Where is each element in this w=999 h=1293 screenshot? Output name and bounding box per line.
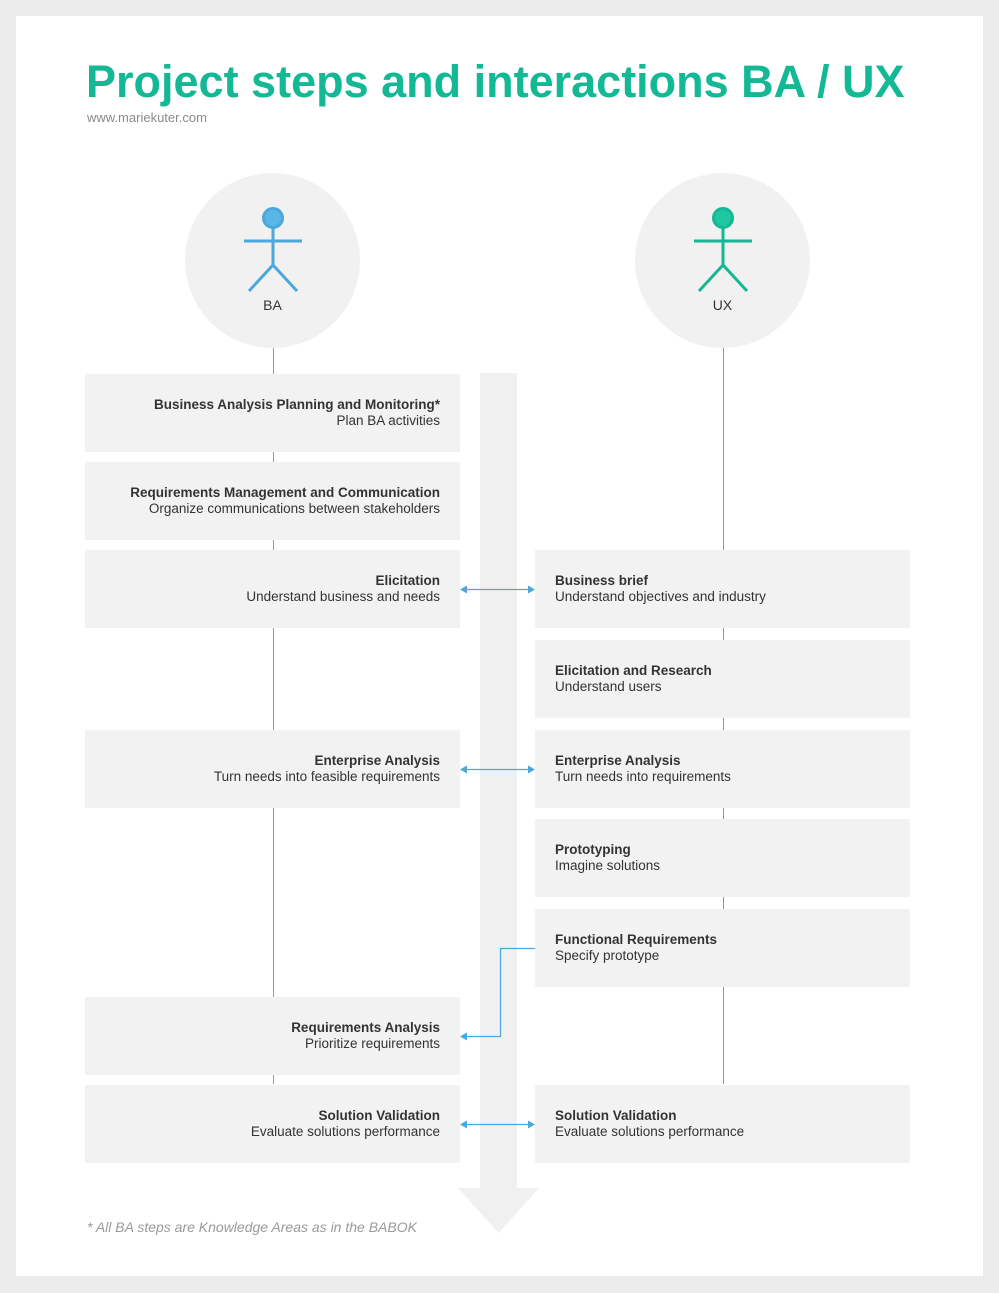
step-title: Elicitation bbox=[375, 573, 440, 588]
step-title: Elicitation and Research bbox=[555, 663, 712, 678]
step-title: Business brief bbox=[555, 573, 649, 588]
step-title: Requirements Analysis bbox=[291, 1020, 440, 1035]
ba-step-solution-validation: Solution Validation Evaluate solutions p… bbox=[85, 1085, 460, 1163]
step-subtitle: Plan BA activities bbox=[336, 413, 440, 428]
ba-step-elicitation: Elicitation Understand business and need… bbox=[85, 550, 460, 628]
step-subtitle: Understand business and needs bbox=[246, 589, 440, 604]
interaction-connectors bbox=[460, 585, 535, 1129]
step-subtitle: Evaluate solutions performance bbox=[250, 1124, 440, 1139]
ba-actor-label: BA bbox=[263, 297, 282, 313]
ux-step-business-brief: Business brief Understand objectives and… bbox=[535, 550, 910, 628]
step-subtitle: Prioritize requirements bbox=[304, 1036, 440, 1051]
ba-lifeline bbox=[273, 346, 274, 1084]
step-title: Functional Requirements bbox=[555, 932, 718, 947]
page-title: Project steps and interactions BA / UX bbox=[86, 56, 905, 107]
ux-actor-label: UX bbox=[712, 297, 733, 313]
step-subtitle: Specify prototype bbox=[555, 948, 660, 963]
person-icon bbox=[694, 207, 752, 293]
step-subtitle: Organize communications between stakehol… bbox=[148, 501, 440, 516]
step-title: Enterprise Analysis bbox=[555, 753, 681, 768]
step-title: Requirements Management and Communicatio… bbox=[130, 485, 440, 500]
step-title: Business Analysis Planning and Monitorin… bbox=[153, 397, 440, 412]
step-title: Solution Validation bbox=[318, 1108, 441, 1123]
ux-step-enterprise-analysis: Enterprise Analysis Turn needs into requ… bbox=[535, 730, 910, 808]
person-icon bbox=[244, 207, 302, 293]
ux-step-functional-requirements: Functional Requirements Specify prototyp… bbox=[535, 909, 910, 987]
footnote: * All BA steps are Knowledge Areas as in… bbox=[87, 1219, 417, 1235]
step-subtitle: Understand objectives and industry bbox=[555, 589, 766, 604]
ux-step-elicitation-research: Elicitation and Research Understand user… bbox=[535, 640, 910, 718]
enterprise-analysis-interaction-arrow bbox=[460, 765, 535, 774]
functional-to-requirements-analysis-arrow bbox=[460, 947, 535, 1041]
step-subtitle: Turn needs into feasible requirements bbox=[213, 769, 440, 784]
step-subtitle: Turn needs into requirements bbox=[555, 769, 731, 784]
elicitation-interaction-arrow bbox=[460, 585, 535, 594]
ba-step-enterprise-analysis: Enterprise Analysis Turn needs into feas… bbox=[85, 730, 460, 808]
step-subtitle: Evaluate solutions performance bbox=[555, 1124, 745, 1139]
ba-step-requirements-analysis: Requirements Analysis Prioritize require… bbox=[85, 997, 460, 1075]
timeline-arrow bbox=[458, 373, 539, 1233]
ba-step-requirements-management: Requirements Management and Communicatio… bbox=[85, 462, 460, 540]
ux-step-solution-validation: Solution Validation Evaluate solutions p… bbox=[535, 1085, 910, 1163]
step-subtitle: Understand users bbox=[555, 679, 662, 694]
step-title: Enterprise Analysis bbox=[314, 753, 440, 768]
website-credit: www.mariekuter.com bbox=[87, 110, 207, 125]
step-subtitle: Imagine solutions bbox=[555, 858, 661, 873]
solution-validation-interaction-arrow bbox=[460, 1120, 535, 1129]
ba-step-planning-monitoring: Business Analysis Planning and Monitorin… bbox=[85, 374, 460, 452]
diagram-page: Project steps and interactions BA / UX w… bbox=[16, 16, 983, 1276]
step-title: Solution Validation bbox=[555, 1108, 677, 1123]
ux-actor: UX bbox=[635, 173, 810, 348]
step-title: Prototyping bbox=[555, 842, 631, 857]
ba-actor: BA bbox=[185, 173, 360, 348]
ux-step-prototyping: Prototyping Imagine solutions bbox=[535, 819, 910, 897]
